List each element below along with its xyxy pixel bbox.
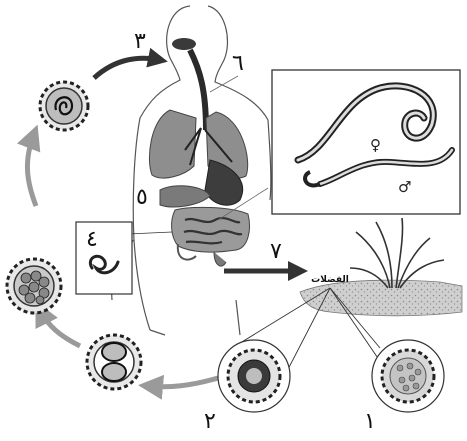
soil-and-grass: الفضلات <box>300 218 462 316</box>
larva-panel <box>76 222 132 294</box>
step-label-3: ٣ <box>134 29 146 54</box>
step-label-1: ١ <box>364 409 376 434</box>
adult-worms-panel: ♀ ♂ <box>272 70 460 214</box>
soil-label: الفضلات <box>311 275 349 285</box>
intestines <box>172 207 250 266</box>
step-label-5: ٥ <box>136 185 148 210</box>
step-label-6: ٦ <box>232 51 244 76</box>
egg-stage-two-cell <box>87 335 141 389</box>
male-symbol: ♂ <box>398 178 411 196</box>
egg-stage-2-magnified <box>218 340 290 412</box>
step-label-4: ٤ <box>86 227 98 252</box>
liver <box>160 186 210 207</box>
step-label-7: ٧ <box>270 239 282 264</box>
grass-icon <box>350 218 444 288</box>
egg-stage-1-magnified <box>372 340 444 412</box>
lungs <box>149 110 247 178</box>
step-label-2: ٢ <box>204 409 216 434</box>
female-symbol: ♀ <box>370 136 381 154</box>
egg-stage-morula <box>7 259 61 313</box>
egg-stage-3 <box>40 82 88 130</box>
